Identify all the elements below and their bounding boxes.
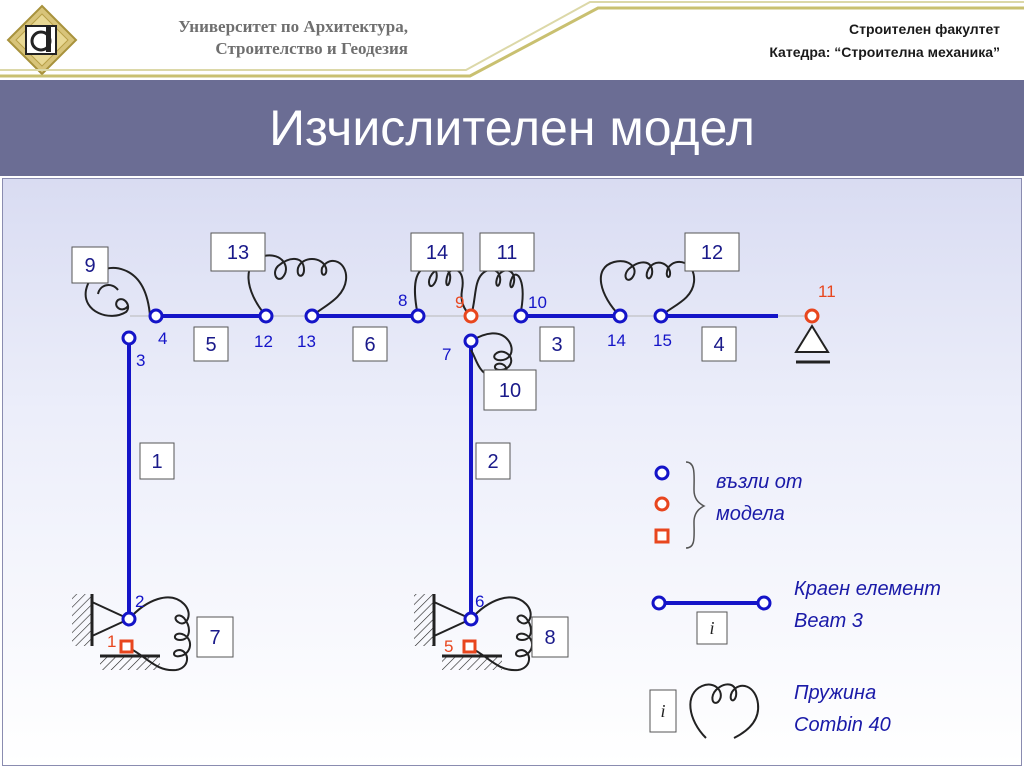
spring-7 [128, 596, 191, 672]
legend-node-markers [654, 461, 706, 549]
legend-node-square-icon [654, 528, 670, 544]
element-label-14: 14 [426, 242, 448, 264]
element-box-2-frame [475, 442, 511, 480]
node-15 [653, 308, 669, 324]
element-label-4: 4 [713, 334, 724, 356]
legend-node-red-icon [654, 496, 670, 512]
node-10 [513, 308, 529, 324]
legend-spring-text: Пружина Combin 40 [794, 677, 891, 741]
node-11 [804, 308, 820, 324]
page-title: Изчислителен модел [269, 100, 755, 156]
node-9 [463, 308, 479, 324]
node-label-13: 13 [297, 332, 316, 351]
university-name-line1: Университет по Архитектура, [178, 17, 408, 36]
university-logo [6, 4, 78, 76]
node-label-14: 14 [607, 331, 626, 350]
legend-spring-symbol: i [649, 683, 760, 739]
element-box-9-frame [71, 246, 109, 284]
element-label-8: 8 [544, 627, 555, 649]
fixed-support-middle [414, 594, 502, 670]
legend-node-blue-icon [654, 465, 670, 481]
node-2 [121, 611, 137, 627]
node-label-4: 4 [158, 329, 167, 348]
legend-brace [685, 461, 706, 549]
node-label-15: 15 [653, 331, 672, 350]
node-13 [304, 308, 320, 324]
element-label-3: 3 [551, 334, 562, 356]
title-band [0, 80, 1024, 176]
roller-support-right [794, 324, 830, 364]
node-12 [258, 308, 274, 324]
node-7 [463, 333, 479, 349]
element-box-11-frame [479, 232, 535, 272]
node-label-5: 5 [444, 637, 453, 656]
legend-spring-line2: Combin 40 [794, 714, 891, 736]
legend-nodes-line1: възли от [716, 471, 803, 493]
element-label-6: 6 [364, 334, 375, 356]
node-label-8: 8 [398, 291, 407, 310]
element-label-13: 13 [227, 242, 249, 264]
node-1 [119, 639, 134, 654]
element-box-4-frame [701, 326, 737, 362]
legend-element-line2: Beam 3 [794, 610, 863, 632]
legend-spring-line1: Пружина [794, 682, 877, 704]
node-label-12: 12 [254, 332, 273, 351]
element-box-13-frame [210, 232, 266, 272]
element-label-2: 2 [487, 451, 498, 473]
node-label-7: 7 [442, 345, 451, 364]
legend-nodes-text: възли от модела [716, 466, 803, 530]
node-label-2: 2 [135, 592, 144, 611]
node-4 [148, 308, 164, 324]
node-5 [462, 639, 477, 654]
node-3 [121, 330, 137, 346]
element-box-12-frame [684, 232, 740, 272]
department-name: Катедра: “Строителна механика” [769, 44, 1000, 60]
spring-9 [84, 267, 151, 317]
spring-13 [247, 254, 348, 317]
element-box-7-frame [196, 616, 234, 658]
legend-element-line1: Краен елемент [794, 578, 941, 600]
element-label-1: 1 [151, 451, 162, 473]
legend-spring-index: i [660, 701, 665, 721]
header-decor-lines [0, 1, 1024, 78]
node-label-11: 11 [818, 282, 836, 301]
spring-12 [599, 260, 696, 317]
node-14 [612, 308, 628, 324]
element-box-3-frame [539, 326, 575, 362]
faculty-name: Строителен факултет [848, 21, 1000, 37]
node-label-6: 6 [475, 592, 484, 611]
legend-element-index: i [709, 618, 714, 638]
spring-8 [470, 596, 533, 672]
legend-element-text: Краен елемент Beam 3 [794, 573, 941, 637]
element-label-11: 11 [497, 242, 518, 264]
element-label-12: 12 [701, 242, 723, 264]
element-label-7: 7 [209, 627, 220, 649]
node-6 [463, 611, 479, 627]
node-label-10: 10 [528, 293, 547, 312]
element-box-1-frame [139, 442, 175, 480]
legend-nodes-line2: модела [716, 503, 785, 525]
node-8 [410, 308, 426, 324]
element-box-5-frame [193, 326, 229, 362]
element-box-14-frame [410, 232, 464, 272]
slide-header: Университет по Архитектура, Строителство… [0, 0, 1024, 80]
node-label-9: 9 [455, 293, 464, 312]
spring-11 [470, 268, 524, 317]
node-label-3: 3 [136, 351, 145, 370]
element-label-10: 10 [499, 380, 521, 402]
element-box-10-frame [483, 369, 537, 411]
element-box-6-frame [352, 326, 388, 362]
element-label-9: 9 [84, 255, 95, 277]
node-label-1: 1 [107, 632, 116, 651]
legend-element-symbol: i [651, 595, 772, 645]
element-box-8-frame [531, 616, 569, 658]
university-name-line2: Строителство и Геодезия [215, 39, 408, 58]
element-label-5: 5 [205, 334, 216, 356]
